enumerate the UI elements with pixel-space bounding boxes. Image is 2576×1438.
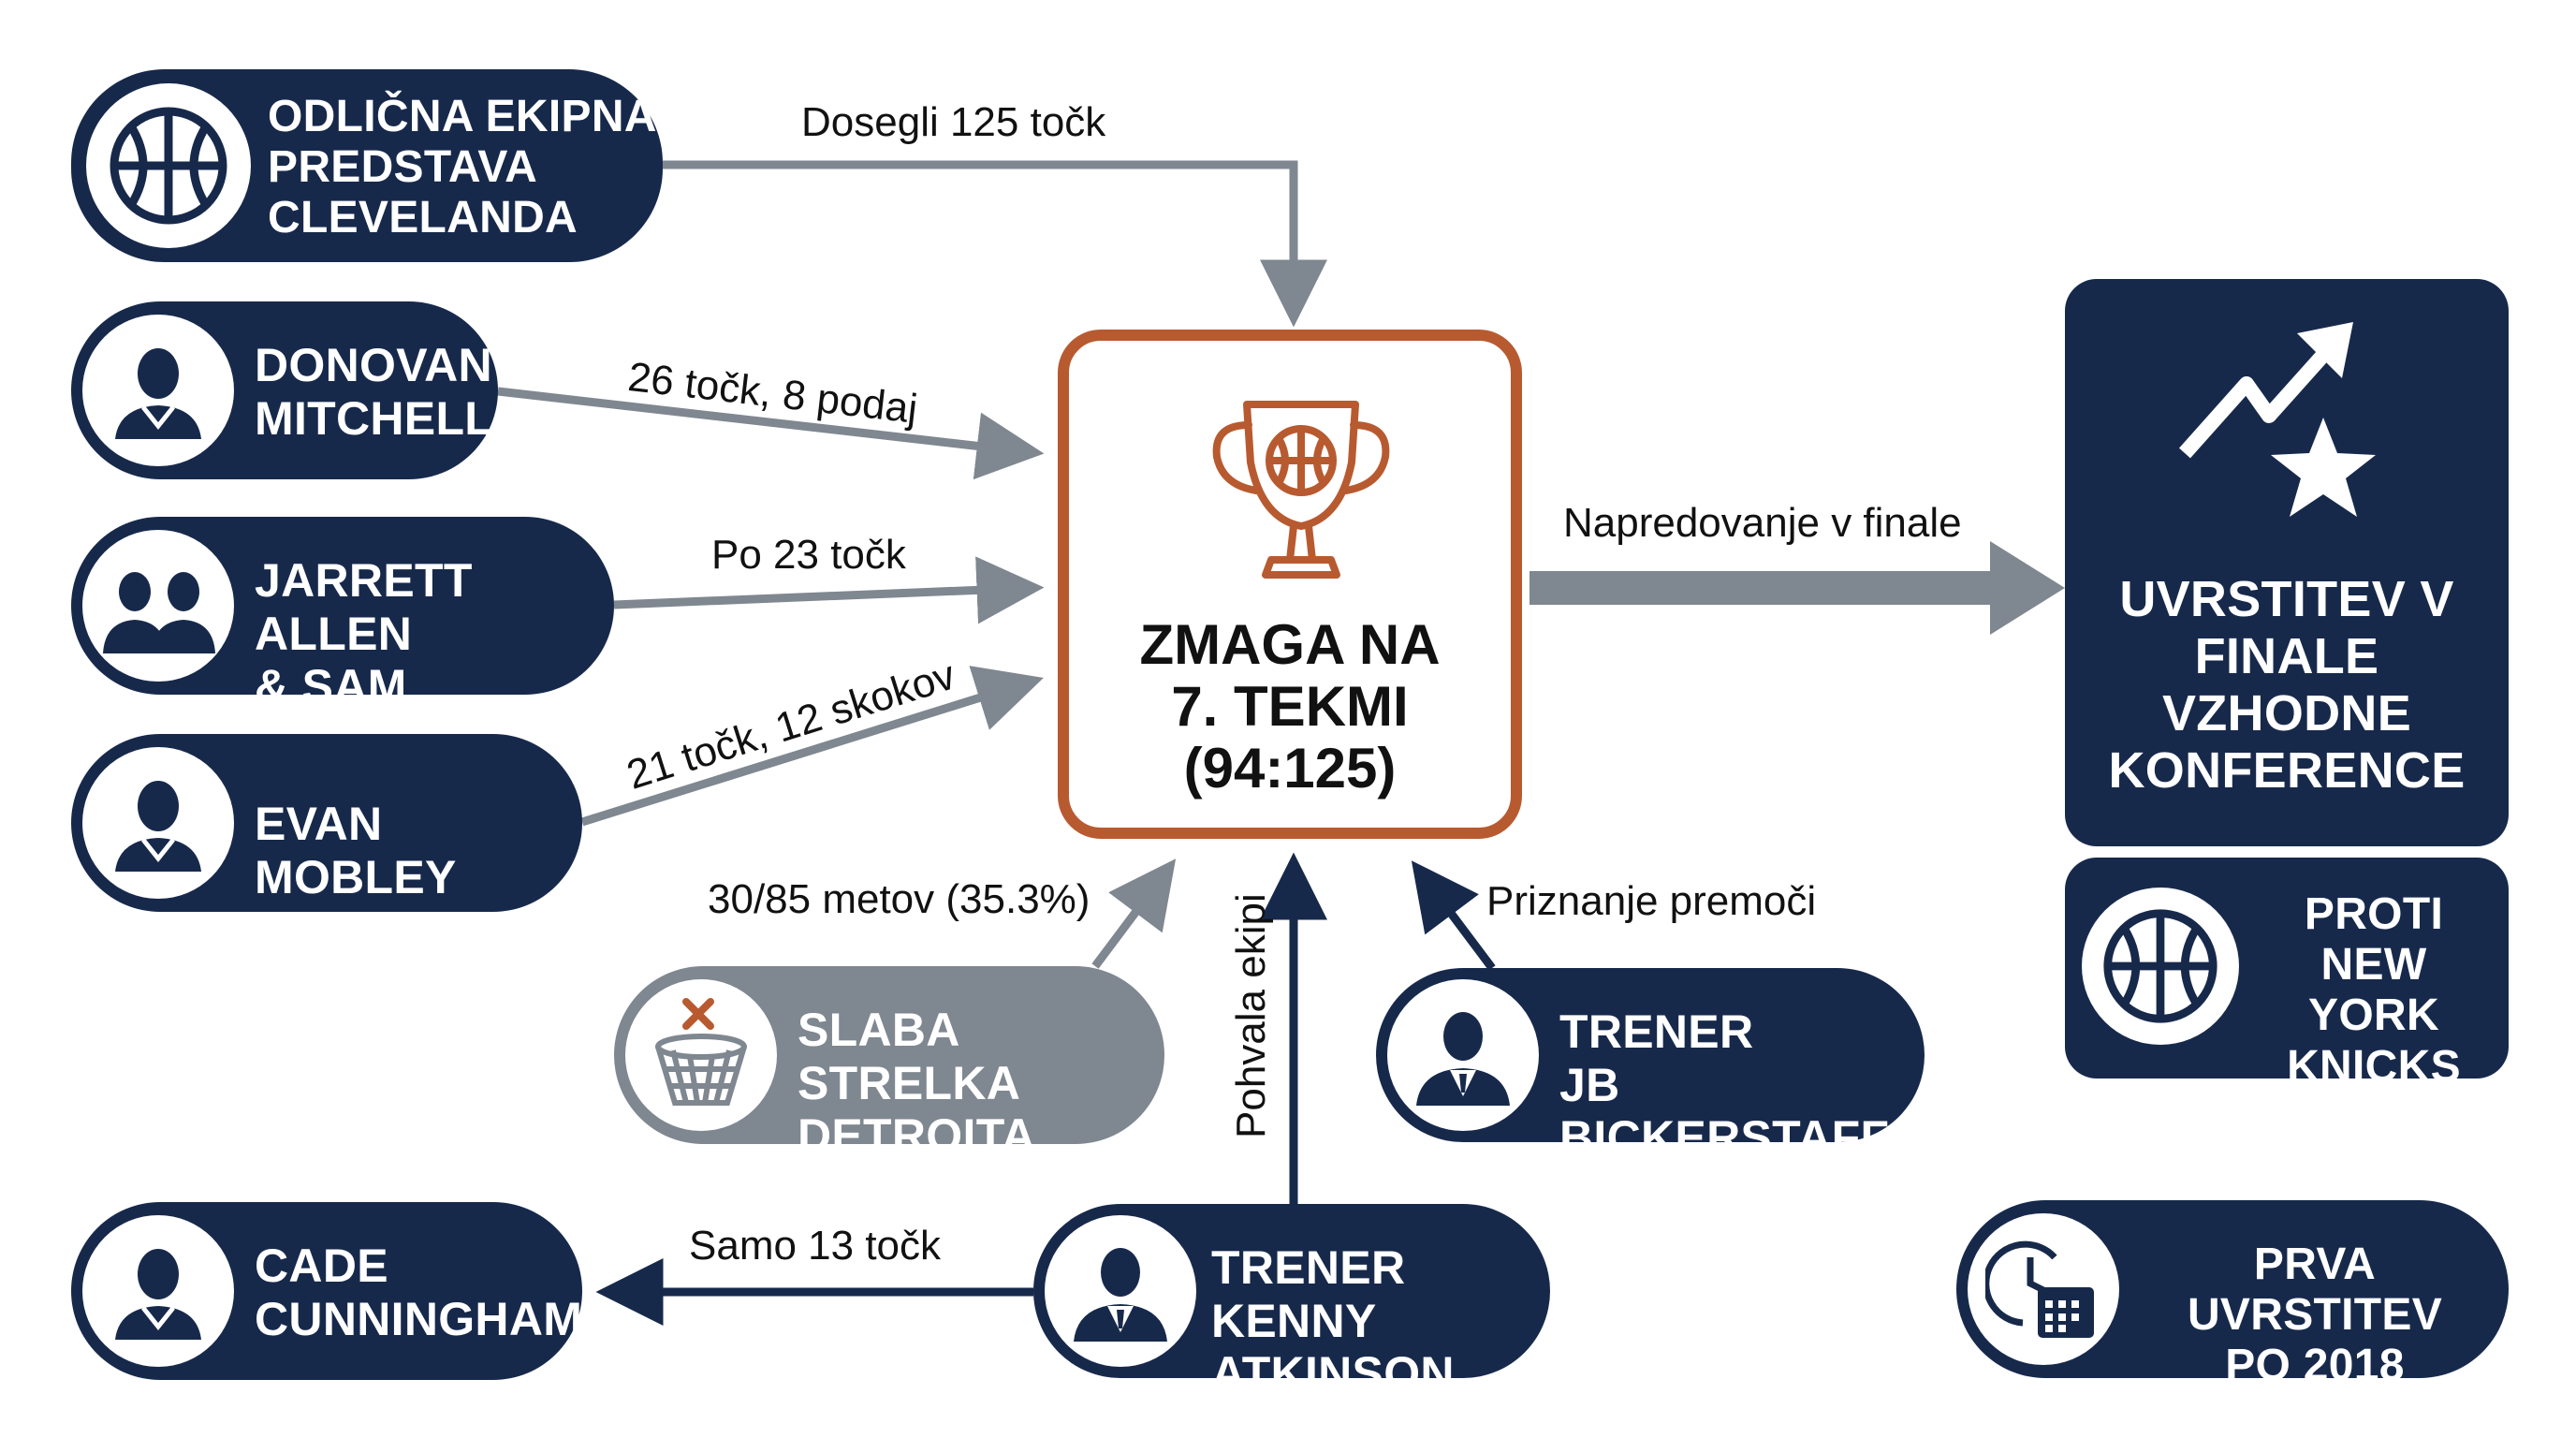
detroit-shooting-node: SLABA STRELKA DETROITA (614, 966, 1164, 1162)
player-icon (115, 781, 201, 872)
basketball-icon-circle (86, 83, 251, 248)
first-since-node: PRVA UVRSTITEV PO 2018 (1956, 1200, 2509, 1390)
arrow-mitchell-to-win (497, 387, 1045, 480)
arrow-detroit-to-win (1091, 858, 1177, 969)
mobley-label: EVAN MOBLEY (255, 798, 457, 903)
coach-icon-circle (1387, 979, 1539, 1131)
mitchell-label: DONOVAN MITCHELL (255, 339, 494, 445)
basketball-icon (110, 107, 227, 225)
edge-label-advance: Napredovanje v finale (1563, 500, 1962, 546)
two-players-icon (103, 572, 215, 653)
atkinson-node: TRENER KENNY ATKINSON (1033, 1204, 1550, 1400)
team-performance-node: ODLIČNA EKIPNA PREDSTAVA CLEVELANDA (71, 69, 663, 262)
team-performance-label: ODLIČNA EKIPNA PREDSTAVA CLEVELANDA (268, 92, 657, 243)
basketball-icon-circle (2082, 888, 2239, 1045)
game-7-win-node: ZMAGA NA 7. TEKMI (94:125) (1058, 330, 1522, 839)
bickerstaff-node: TRENER JB BICKERSTAFF (1376, 968, 1925, 1164)
player-icon-circle (82, 747, 234, 899)
calendar-clock-icon-circle (1968, 1213, 2119, 1365)
bickerstaff-label: TRENER JB BICKERSTAFF (1559, 1005, 1890, 1164)
missed-basket-icon-circle (625, 979, 777, 1131)
finals-node: UVRSTITEV V FINALE VZHODNE KONFERENCE (2065, 279, 2509, 846)
arrow-bickerstaff-to-win (1411, 860, 1496, 971)
atkinson-label: TRENER KENNY ATKINSON (1211, 1241, 1455, 1400)
two-players-icon-circle (82, 530, 234, 682)
coach-icon (1074, 1248, 1167, 1342)
player-icon-circle (82, 315, 234, 466)
edge-label-cunningham-points: Samo 13 točk (689, 1223, 942, 1269)
knicks-label: PROTI NEW YORK KNICKS (2287, 889, 2461, 1092)
finals-label: UVRSTITEV V FINALE VZHODNE KONFERENCE (2108, 571, 2466, 800)
edge-label-praise: Pohvala ekipi (1228, 893, 1274, 1138)
edge-label-team-points: Dosegli 125 točk (801, 99, 1106, 145)
detroit-shooting-label: SLABA STRELKA DETROITA (798, 1004, 1036, 1162)
allen-merrill-node: JARRETT ALLEN & SAM MERRILL (71, 517, 614, 766)
coach-icon-circle (1045, 1215, 1196, 1367)
cunningham-node: CADE CUNNINGHAM (71, 1202, 582, 1380)
player-icon (115, 348, 201, 439)
game-7-win-label: ZMAGA NA 7. TEKMI (94:125) (1139, 613, 1441, 800)
mobley-node: EVAN MOBLEY (71, 734, 582, 912)
trophy-icon (1212, 401, 1390, 579)
calendar-clock-icon (1985, 1240, 2094, 1338)
player-icon-circle (82, 1215, 234, 1367)
edge-label-detroit-shots: 30/85 metov (35.3%) (708, 876, 1090, 922)
edge-label-allen-merrill-stats: Po 23 točk (711, 532, 906, 578)
trend-up-star-icon (2179, 322, 2376, 517)
cunningham-label: CADE CUNNINGHAM (255, 1240, 583, 1345)
arrow-mobley-to-win (580, 666, 1044, 827)
coach-icon (1416, 1012, 1510, 1106)
player-icon (115, 1249, 201, 1340)
arrow-team-to-win (663, 160, 1327, 328)
mitchell-node: DONOVAN MITCHELL (71, 301, 498, 479)
first-since-label: PRVA UVRSTITEV PO 2018 (2187, 1240, 2443, 1391)
edge-label-recognition: Priznanje premoči (1486, 878, 1817, 924)
arrow-allen-merrill-to-win (613, 556, 1045, 624)
basketball-icon (2103, 909, 2217, 1023)
arrow-win-to-finals-head (1990, 541, 2065, 635)
knicks-node: PROTI NEW YORK KNICKS (2065, 858, 2509, 1092)
missed-basket-icon (655, 998, 747, 1106)
